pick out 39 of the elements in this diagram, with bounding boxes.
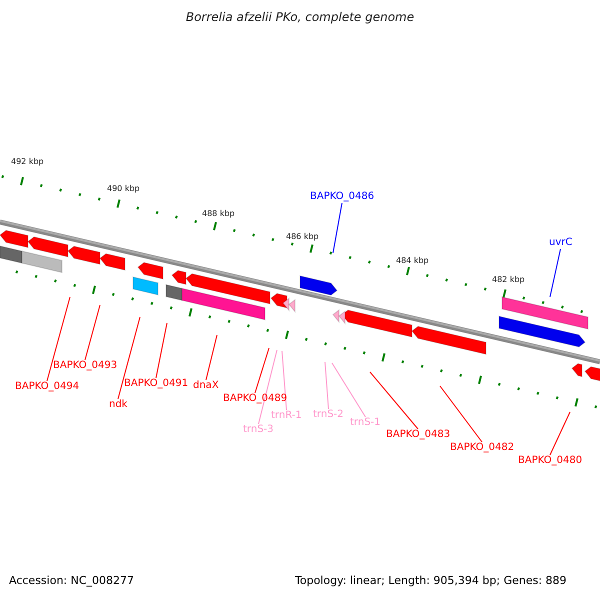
genome-info-text: Topology: linear; Length: 905,394 bp; Genes: 889 [295, 575, 567, 587]
gene-label: uvrC [549, 237, 572, 249]
gene-label: BAPKO_0493 [53, 360, 118, 372]
gene-label: BAPKO_0480 [518, 455, 582, 467]
tick-label: 486 kbp [286, 231, 319, 243]
gene-label: BAPKO_0482 [450, 442, 514, 454]
leader-line [84, 304, 100, 360]
gene-label: trnS-2 [313, 409, 344, 421]
leader-line [440, 386, 482, 442]
accession-text: Accession: NC_008277 [9, 575, 134, 587]
gene-label: BAPKO_0483 [386, 429, 450, 441]
gene-label: trnS-1 [350, 417, 381, 429]
tick-label: 492 kbp [11, 156, 44, 168]
leader-line [550, 412, 570, 456]
tick-label: 484 kbp [396, 255, 429, 267]
gene-label: BAPKO_0494 [15, 381, 80, 393]
gene-label: BAPKO_0486 [310, 191, 374, 203]
leader-line [156, 322, 168, 378]
leader-line [332, 202, 342, 254]
gene-label: BAPKO_0489 [223, 393, 288, 405]
gene-label: trnS-3 [243, 424, 274, 436]
tick-label: 482 kbp [492, 274, 525, 286]
leader-line [370, 372, 418, 430]
gene-label: ndk [109, 399, 128, 411]
leader-line [332, 362, 366, 418]
gene-label: dnaX [193, 380, 219, 392]
gene-label: BAPKO_0491 [124, 378, 188, 390]
leader-line [118, 316, 140, 400]
leader-line [206, 334, 218, 380]
tick-label: 490 kbp [107, 183, 140, 195]
leader-line [254, 348, 270, 394]
tick-label: 488 kbp [202, 208, 235, 220]
map-title: Borrelia afzelii PKo, complete genome [184, 11, 416, 23]
leader-line [324, 362, 329, 410]
leader-line [282, 350, 287, 410]
gene-label: trnR-1 [271, 410, 302, 422]
leader-line [46, 296, 70, 382]
leader-line [258, 350, 278, 424]
leader-line [550, 248, 561, 298]
